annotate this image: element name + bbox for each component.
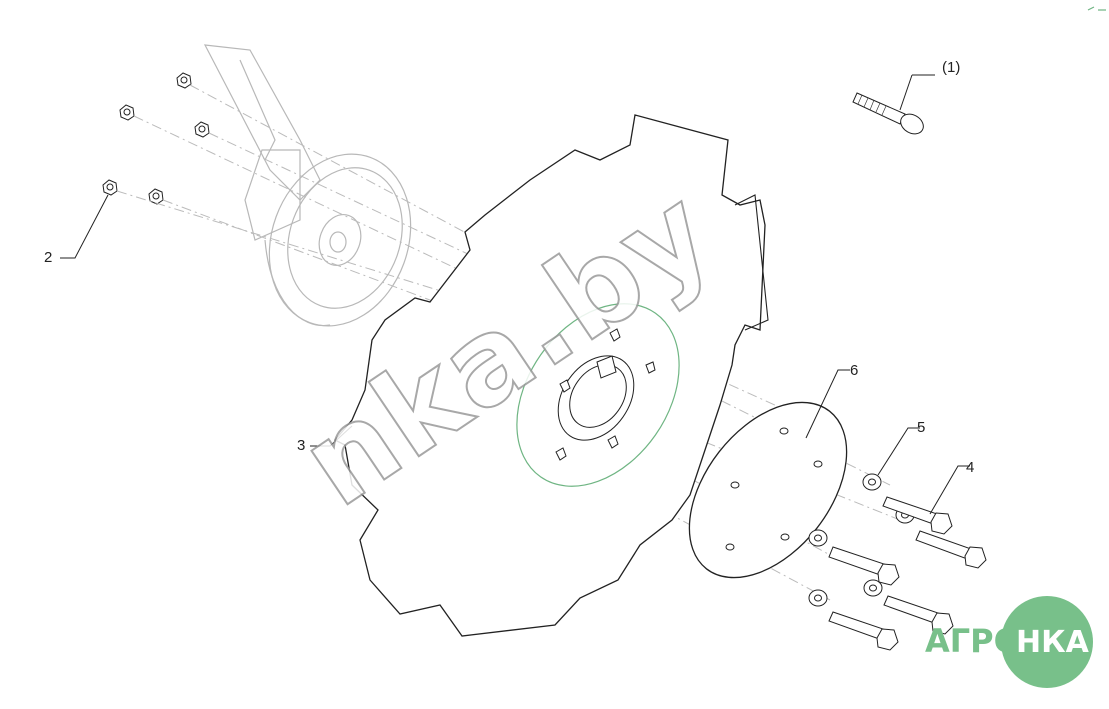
- disc-notch-edge: [734, 194, 769, 331]
- disc-flange: [516, 303, 680, 487]
- bolt-3: [828, 546, 900, 586]
- corner-mark: [1087, 6, 1106, 11]
- callout-5: 5: [917, 419, 926, 436]
- washer-4: [863, 579, 883, 597]
- nut-3: [194, 121, 210, 138]
- bolt-1: [882, 496, 953, 535]
- washer-3: [808, 529, 828, 547]
- nuts: [102, 72, 210, 205]
- agronka-logo: [1001, 596, 1093, 688]
- callout-2: 2: [44, 249, 53, 266]
- leader-lines: [60, 74, 970, 515]
- nut-1: [176, 72, 192, 89]
- callout-4: 4: [966, 459, 975, 476]
- disc-center: [555, 328, 656, 461]
- nut-4: [102, 179, 118, 196]
- bolt-2: [915, 530, 987, 569]
- washer-5: [808, 589, 828, 607]
- callout-1: (1): [942, 59, 961, 76]
- logo-text-left: АГРО: [925, 622, 1021, 660]
- carriage-bolt: [852, 92, 924, 135]
- bolt-4: [883, 595, 954, 635]
- bolts: [828, 496, 987, 651]
- washer-1: [862, 473, 882, 491]
- assembly-lines: [116, 84, 901, 601]
- nut-2: [119, 104, 135, 121]
- notched-disc: [333, 114, 766, 637]
- logo-text-right: НКА: [1016, 625, 1089, 660]
- mounting-plate: [688, 401, 848, 579]
- callout-3: 3: [297, 437, 306, 454]
- bolt-5: [828, 611, 899, 651]
- hub-assembly: [203, 44, 412, 327]
- callout-6: 6: [850, 362, 859, 379]
